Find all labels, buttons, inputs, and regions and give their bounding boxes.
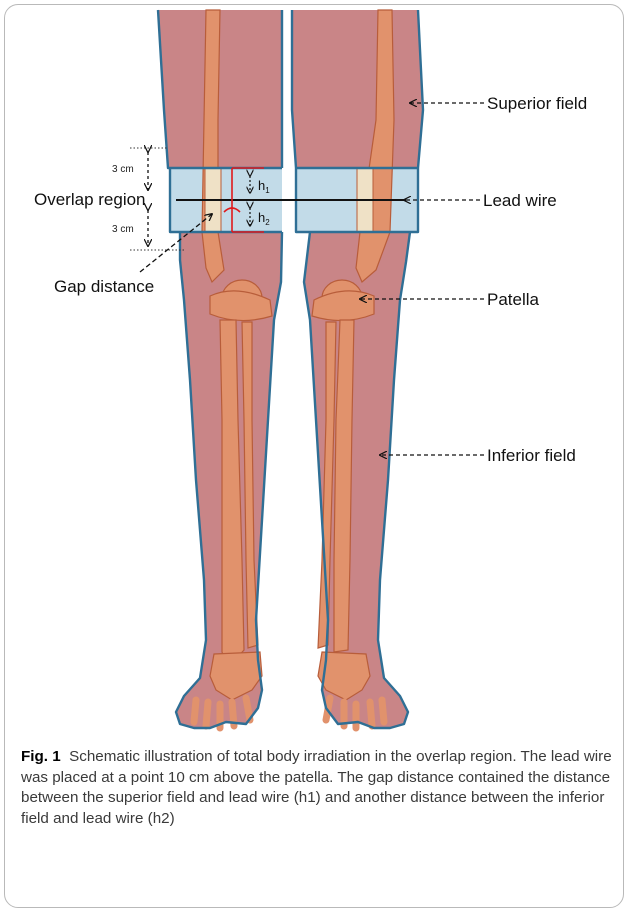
overlap-region-label: Overlap region: [34, 190, 146, 209]
cm-bottom-label: 3 cm: [112, 224, 134, 235]
cm-top-label: 3 cm: [112, 164, 134, 175]
caption-text: Schematic illustration of total body irr…: [21, 748, 612, 827]
inferior-field-label: Inferior field: [487, 446, 576, 465]
figure-illustration: h1 h2 3 cm 3 cm Overlap region Gap dista…: [0, 0, 629, 740]
caption-label: Fig. 1: [21, 748, 61, 765]
lead-wire-label: Lead wire: [483, 191, 557, 210]
patella-label: Patella: [487, 290, 540, 309]
superior-field-label: Superior field: [487, 94, 587, 113]
figure-caption: Fig. 1 Schematic illustration of total b…: [21, 747, 613, 829]
gap-distance-label: Gap distance: [54, 277, 154, 296]
